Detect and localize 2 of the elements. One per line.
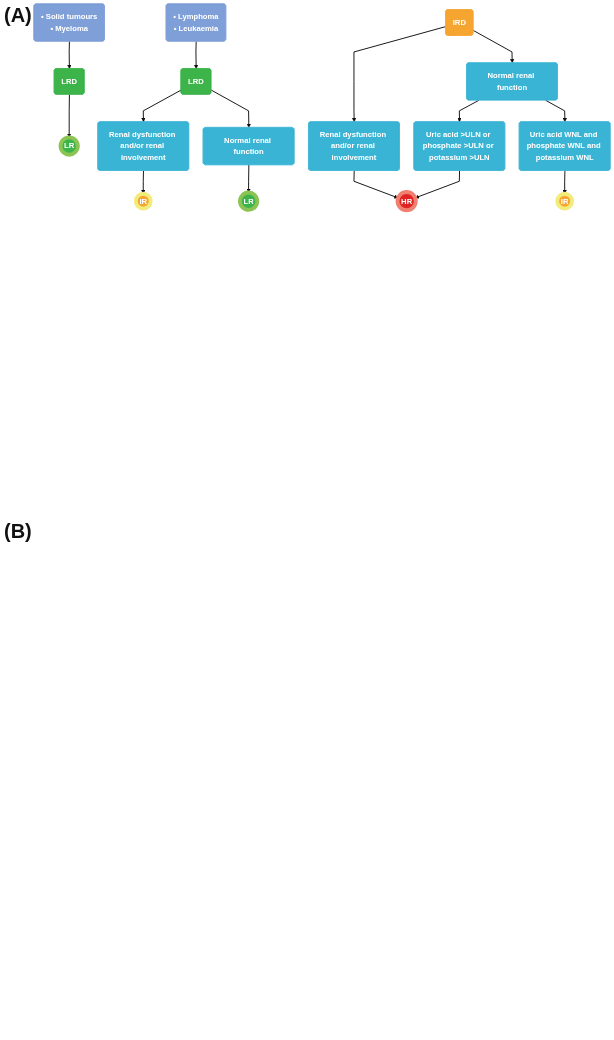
panel-label: (B) — [4, 520, 32, 543]
panel-label: (A) — [4, 4, 32, 27]
